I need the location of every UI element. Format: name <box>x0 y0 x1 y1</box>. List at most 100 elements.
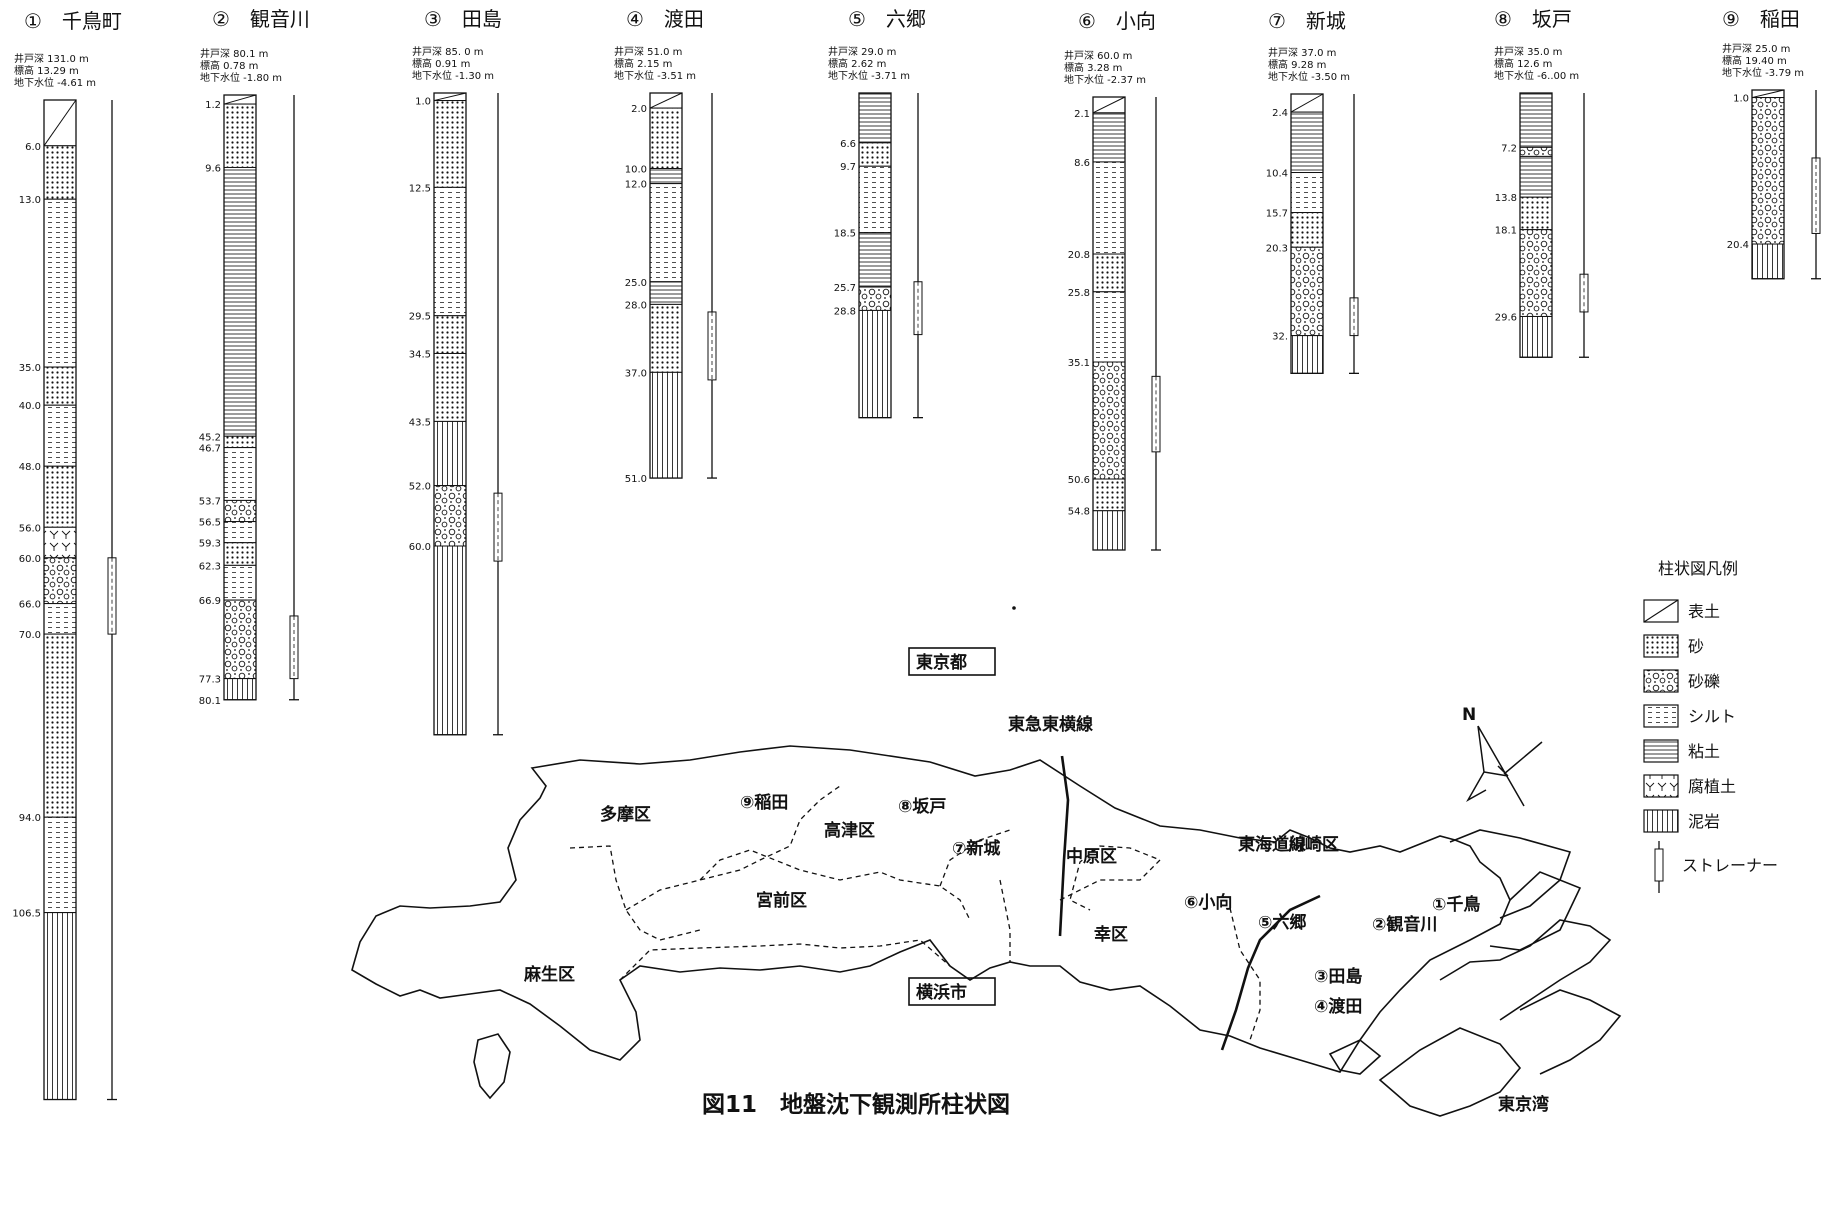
layer-silt <box>43 603 77 635</box>
location-map <box>351 725 1622 1117</box>
legend-swatch-gravel <box>1643 669 1679 693</box>
elevation-row: 標高 19.40 m <box>1722 54 1787 67</box>
depth-label: 28.8 <box>834 306 856 317</box>
elevation-row: 標高 9.28 m <box>1268 58 1326 71</box>
map-label-tokaido: 東海道線 <box>1238 834 1306 855</box>
legend-swatch-mudstone <box>1643 809 1679 833</box>
map-label-miyamae: 宮前区 <box>756 890 807 911</box>
layer-sand <box>43 465 77 528</box>
layer-gravel <box>1519 146 1553 157</box>
depth-label: 2.0 <box>631 104 647 115</box>
depth-label: 13.0 <box>19 195 41 206</box>
depth-label: 20.4 <box>1727 240 1749 251</box>
layer-silt <box>223 564 257 601</box>
column-outline <box>1290 93 1324 375</box>
layer-sand <box>433 352 467 422</box>
layer-gravel <box>1290 246 1324 337</box>
map-label-box <box>908 647 996 676</box>
map-label-takatsu: 高津区 <box>824 820 875 841</box>
map-label-asao: 麻生区 <box>523 964 575 985</box>
legend-label-topsoil: 表土 <box>1688 602 1720 621</box>
elevation-row: 標高 2.15 m <box>614 57 672 70</box>
depth-label: 18.1 <box>1495 226 1517 237</box>
map-label-s7: ⑦新城 <box>952 838 1000 859</box>
well-depth-row: 井戸深 35.0 m <box>1494 45 1562 58</box>
layer-sand <box>1519 196 1553 231</box>
depth-label: 9.6 <box>205 163 221 174</box>
layer-silt <box>649 183 683 283</box>
depth-label: 34.5 <box>409 349 431 360</box>
well-title: ⑦ 新城 <box>1268 9 1346 33</box>
groundwater-row: 地下水位 -2.37 m <box>1064 73 1146 86</box>
depth-label: 70.0 <box>19 630 41 641</box>
layer-clay <box>223 166 257 437</box>
map-label-kawasaki: 川崎区 <box>1287 834 1339 855</box>
depth-label: 29.5 <box>409 312 431 323</box>
depth-label: 12.0 <box>625 180 647 191</box>
layer-mudstone <box>1092 510 1126 551</box>
depth-label: 40.0 <box>19 401 41 412</box>
depth-label: 37.0 <box>625 368 647 379</box>
depth-label: 62.3 <box>199 561 221 572</box>
legend-label-strainer: ストレーナー <box>1682 856 1778 875</box>
column-outline <box>433 92 467 736</box>
groundwater-row: 地下水位 -3.50 m <box>1268 70 1350 83</box>
map-label-tokyo: 東京都 <box>916 652 967 673</box>
map-labels: 東京都横浜市東急東横線東海道線多摩区宮前区高津区中原区幸区川崎区麻生区東京湾N⑨… <box>523 647 1549 1115</box>
elevation-row: 標高 2.62 m <box>828 57 886 70</box>
map-label-s8: ⑧坂戸 <box>898 797 946 817</box>
well-title: ④ 渡田 <box>626 7 704 31</box>
layer-sand <box>43 366 77 406</box>
map-label-s3: ③田島 <box>1314 966 1362 987</box>
depth-label: 32. <box>1272 332 1288 343</box>
legend-swatch-sand <box>1643 634 1679 658</box>
depth-label: 12.5 <box>409 183 431 194</box>
depth-label: 18.5 <box>834 229 856 240</box>
depth-label: 35.1 <box>1068 358 1090 369</box>
layer-silt <box>43 404 77 467</box>
depth-label: 2.1 <box>1074 109 1090 120</box>
layer-silt <box>43 816 77 914</box>
groundwater-row: 地下水位 -6..00 m <box>1494 69 1579 82</box>
topsoil-diagonal <box>649 92 683 109</box>
legend-swatch-strainer <box>1654 848 1664 882</box>
layer-sand <box>1092 253 1126 293</box>
layer-gravel <box>433 485 467 547</box>
map-label-s6: ⑥小向 <box>1184 892 1232 913</box>
depth-label: 25.7 <box>834 283 856 294</box>
legend-label-sand: 砂 <box>1688 637 1704 656</box>
depth-label: 20.3 <box>1266 243 1288 254</box>
depth-label: 60.0 <box>409 542 431 553</box>
depth-label: 1.0 <box>415 97 431 108</box>
layer-mudstone <box>1751 243 1785 280</box>
legend-topsoil-diagonal <box>1643 599 1679 623</box>
well-depth-row: 井戸深 80.1 m <box>200 47 268 60</box>
depth-label: 94.0 <box>19 813 41 824</box>
column-outline <box>858 92 892 419</box>
elevation-row: 標高 0.91 m <box>412 57 470 70</box>
column-outline <box>1751 89 1785 280</box>
layer-gravel <box>1519 229 1553 317</box>
depth-label: 45.2 <box>199 432 221 443</box>
depth-label: 54.8 <box>1068 507 1090 518</box>
layer-clay <box>649 168 683 185</box>
elevation-row: 標高 12.6 m <box>1494 57 1552 70</box>
layer-silt <box>223 447 257 501</box>
ward-boundaries <box>569 785 1261 1041</box>
depth-label: 66.0 <box>19 600 41 611</box>
depth-label: 1.0 <box>1733 94 1749 105</box>
depth-label: 56.5 <box>199 518 221 529</box>
figure-caption: 図11 地盤沈下観測所柱状図 <box>702 1091 1010 1118</box>
strainer <box>1349 297 1359 337</box>
layer-mudstone <box>858 309 892 419</box>
well-depth-row: 井戸深 85. 0 m <box>412 45 484 58</box>
map-label-yokohama: 横浜市 <box>916 982 967 1003</box>
column-outline <box>43 99 77 1101</box>
depth-label: 25.8 <box>1068 288 1090 299</box>
column-outline <box>1092 96 1126 551</box>
